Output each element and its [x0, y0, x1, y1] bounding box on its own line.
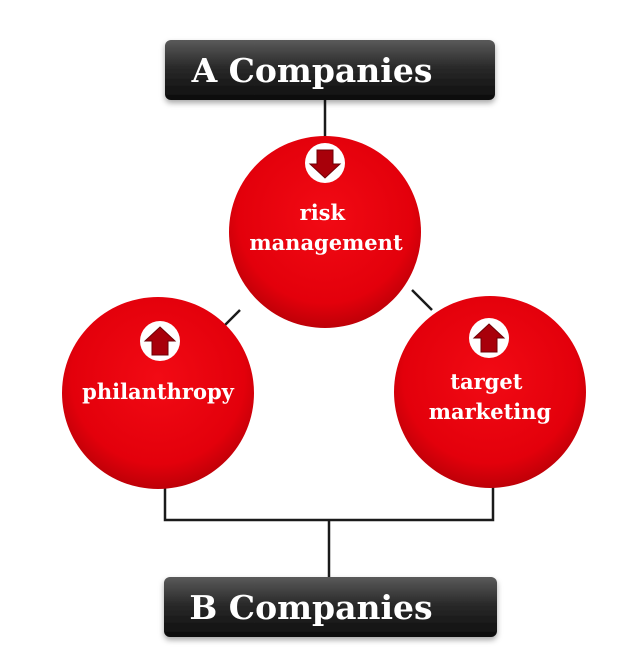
- node-target-marketing: target marketing: [394, 296, 586, 488]
- arrow-up-icon: [143, 326, 177, 356]
- node-philanthropy-label: philanthropy: [82, 379, 235, 404]
- arrow-up-icon: [472, 323, 506, 353]
- bottom-box: B Companies: [164, 577, 497, 637]
- node-risk-label: risk management: [249, 200, 403, 255]
- top-box: A Companies: [165, 40, 495, 100]
- connector-right: [411, 289, 433, 311]
- connector-bottom-bracket: [163, 480, 495, 522]
- bottom-box-rect: [164, 577, 497, 637]
- node-risk-line-2: management: [249, 230, 403, 255]
- node-risk-management: risk management: [229, 136, 421, 328]
- bottom-box-label: B Companies: [189, 588, 432, 627]
- top-box-label: A Companies: [191, 51, 433, 90]
- node-risk-line-1: risk: [300, 200, 346, 225]
- node-philanthropy-circle: [62, 297, 254, 489]
- node-risk-circle: [229, 136, 421, 328]
- node-target-line-2: marketing: [429, 399, 552, 424]
- node-target-circle: [394, 296, 586, 488]
- arrow-down-icon: [308, 149, 342, 179]
- top-box-rect: [165, 40, 495, 100]
- node-philanthropy: philanthropy: [62, 297, 254, 489]
- node-target-line-1: target: [450, 369, 522, 394]
- node-target-label: target marketing: [429, 369, 552, 424]
